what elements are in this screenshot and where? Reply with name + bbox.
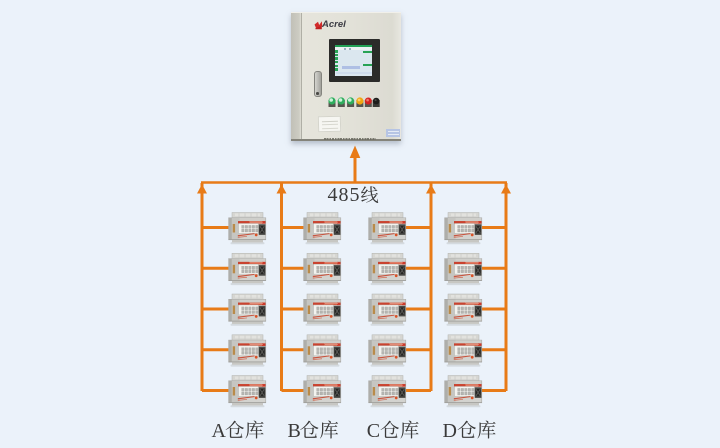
svg-text:485: 485 (328, 184, 361, 206)
svg-text:B: B (288, 420, 301, 442)
svg-text:D: D (443, 420, 457, 442)
svg-text:C: C (367, 420, 380, 442)
svg-text:A: A (212, 420, 227, 442)
